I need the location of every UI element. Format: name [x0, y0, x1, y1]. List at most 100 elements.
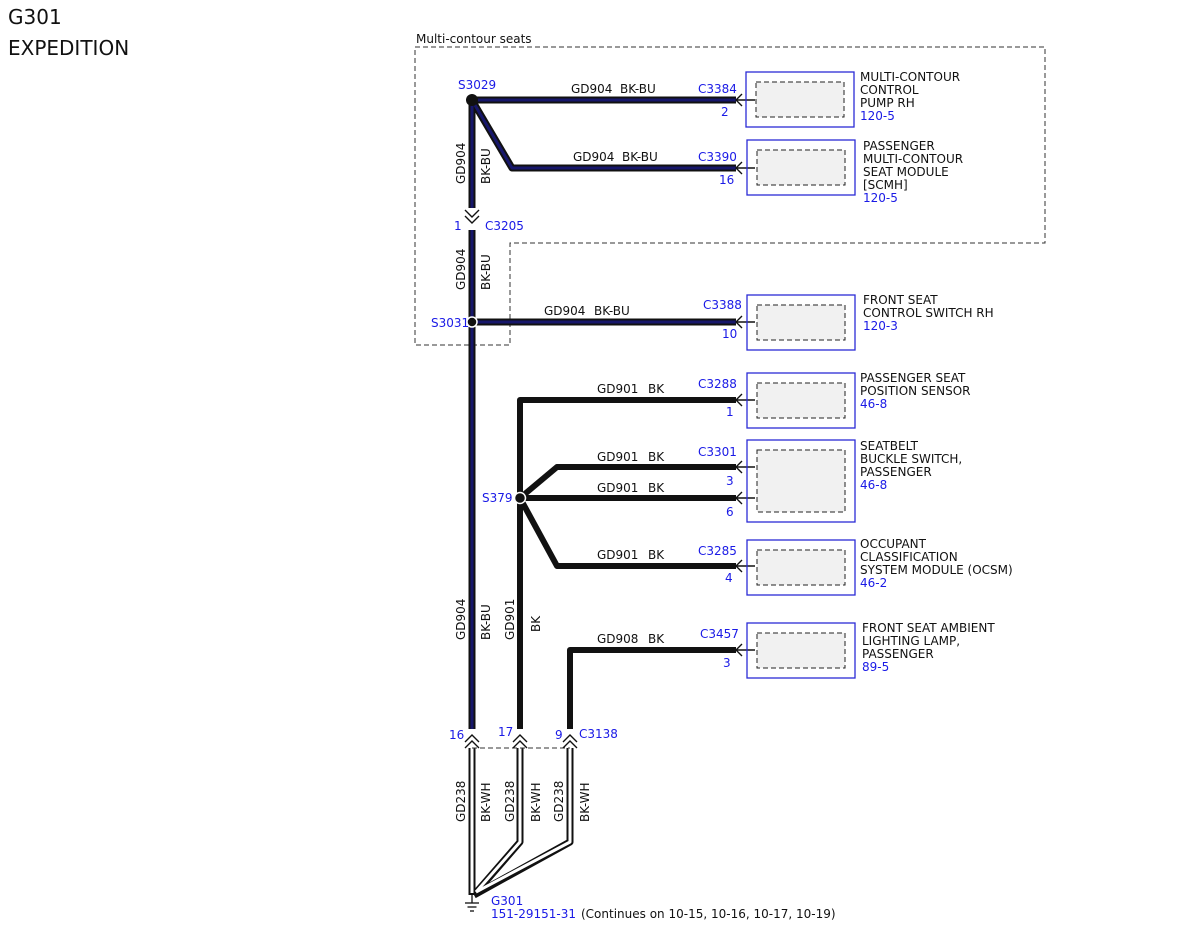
connector-pin: 16 [719, 173, 734, 187]
component-box-c3384 [745, 71, 855, 128]
component-page-ref: 46-2 [860, 576, 887, 590]
component-desc-line: PASSENGER [860, 465, 932, 479]
component-desc-line: [SCMH] [863, 178, 908, 192]
component-desc-line: PASSENGER SEAT [860, 371, 966, 385]
wire-color-label: BK [648, 632, 665, 646]
bk-bu-wires [468, 96, 736, 729]
component-page-ref: 46-8 [860, 478, 887, 492]
component-box-c3457 [746, 622, 856, 679]
component-box-c3301 [746, 439, 856, 523]
wire-circuit-label: GD238 [552, 781, 566, 822]
ground-part-number: 151-29151-31 [491, 907, 576, 921]
c3138-pin: 9 [555, 728, 563, 742]
connector-pin: 4 [725, 571, 733, 585]
splice-s379-dot [513, 491, 527, 505]
wire-circuit-label: GD901 [503, 599, 517, 640]
ground-id-label: G301 [491, 894, 523, 908]
c3138-label: C3138 [579, 727, 618, 741]
bk-wires [517, 397, 736, 729]
wire-color-label: BK-BU [620, 82, 656, 96]
wire-color-label: BK-BU [622, 150, 658, 164]
component-desc-line: MULTI-CONTOUR [860, 70, 960, 84]
connector-pin: 3 [726, 474, 734, 488]
wire-circuit-label: GD904 [454, 249, 468, 290]
component-page-ref: 120-3 [863, 319, 898, 333]
connector-id: C3457 [700, 627, 739, 641]
c3205-pin: 1 [454, 219, 462, 233]
connector-pin: 1 [726, 405, 734, 419]
wire-color-label: BK-BU [479, 254, 493, 290]
splice-label-s3029: S3029 [458, 78, 496, 92]
component-box-c3288 [746, 372, 856, 429]
component-connector-labels: C3384 2 C3390 16 C3388 10 C3288 1 C3301 … [698, 82, 742, 670]
connector-id: C3301 [698, 445, 737, 459]
component-page-ref: 89-5 [862, 660, 889, 674]
component-desc-line: CONTROL SWITCH RH [863, 306, 994, 320]
wire-color-label: BK [648, 450, 665, 464]
component-desc-line: PASSENGER [862, 647, 934, 661]
wire-color-label: BK-WH [529, 782, 543, 822]
wire-circuit-label: GD908 [597, 632, 638, 646]
wire-circuit-label: GD901 [597, 450, 638, 464]
splice-s3029-dot [466, 94, 478, 106]
connector-id: C3388 [703, 298, 742, 312]
wire-circuit-label: GD238 [503, 781, 517, 822]
connector-pin: 2 [721, 105, 729, 119]
wire-circuit-label: GD904 [454, 143, 468, 184]
connector-id: C3285 [698, 544, 737, 558]
wire-color-label: BK-WH [479, 782, 493, 822]
wire-circuit-label: GD901 [597, 548, 638, 562]
wire-color-label: BK [529, 615, 543, 632]
wire-circuit-label: GD901 [597, 382, 638, 396]
component-desc-line: SYSTEM MODULE (OCSM) [860, 563, 1013, 577]
component-desc-line: PASSENGER [863, 139, 935, 153]
wire-color-label: BK-WH [578, 782, 592, 822]
wire-circuit-label: GD904 [544, 304, 585, 318]
ground-title: G301 [8, 5, 62, 29]
c3138-pin: 16 [449, 728, 464, 742]
wire-circuit-label: GD238 [454, 781, 468, 822]
component-desc-line: FRONT SEAT AMBIENT [862, 621, 995, 635]
ground-continues-note: (Continues on 10-15, 10-16, 10-17, 10-19… [581, 907, 836, 921]
splice-s3031-dot [466, 316, 478, 328]
c3205-connector-icon [464, 209, 480, 224]
connector-pin: 10 [722, 327, 737, 341]
wire-color-label: BK-BU [594, 304, 630, 318]
component-desc-line: PUMP RH [860, 96, 915, 110]
splice-label-s3031: S3031 [431, 316, 469, 330]
connector-id: C3288 [698, 377, 737, 391]
connector-pin: 6 [726, 505, 734, 519]
component-box-c3388 [746, 294, 856, 351]
connector-id: C3390 [698, 150, 737, 164]
component-page-ref: 120-5 [863, 191, 898, 205]
component-desc-line: BUCKLE SWITCH, [860, 452, 962, 466]
component-desc-line: FRONT SEAT [863, 293, 938, 307]
component-desc-line: POSITION SENSOR [860, 384, 971, 398]
connector-id: C3384 [698, 82, 737, 96]
splice-label-s379: S379 [482, 491, 513, 505]
component-box-c3285 [746, 539, 856, 596]
wire-color-label: BK-BU [479, 148, 493, 184]
wire-circuit-label: GD904 [573, 150, 614, 164]
vertical-wire-labels: GD904 BK-BU GD904 BK-BU GD904 BK-BU GD90… [454, 143, 592, 822]
component-desc-line: SEAT MODULE [863, 165, 949, 179]
multi-contour-group-label: Multi-contour seats [416, 32, 532, 46]
component-page-ref: 120-5 [860, 109, 895, 123]
component-desc-line: SEATBELT [860, 439, 919, 453]
c3138-pin: 17 [498, 725, 513, 739]
wire-circuit-label: GD904 [454, 599, 468, 640]
multi-contour-group-outline [414, 46, 1046, 346]
c3205-label: C3205 [485, 219, 524, 233]
wire-color-label: BK-BU [479, 604, 493, 640]
component-desc-line: LIGHTING LAMP, [862, 634, 960, 648]
component-pin-arrows-icon [735, 93, 755, 657]
wire-color-label: BK [648, 548, 665, 562]
c3138-connector-icon [464, 734, 578, 749]
wire-circuit-label: GD901 [597, 481, 638, 495]
component-desc-line: CLASSIFICATION [860, 550, 958, 564]
component-desc-line: CONTROL [860, 83, 919, 97]
horizontal-wire-labels: GD904 BK-BU GD904 BK-BU GD904 BK-BU GD90… [544, 82, 665, 646]
wire-color-label: BK [648, 481, 665, 495]
ground-symbol-icon [465, 895, 479, 912]
wire-circuit-label: GD904 [571, 82, 612, 96]
